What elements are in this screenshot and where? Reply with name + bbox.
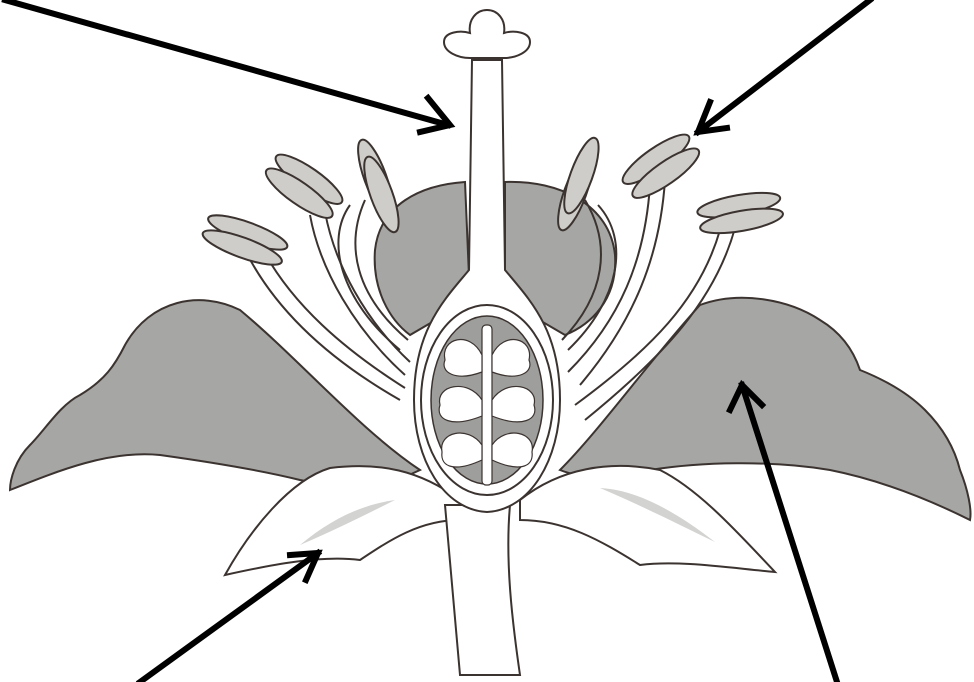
anther-5 (617, 127, 705, 205)
sepal-right (520, 466, 775, 572)
petal-left (10, 300, 420, 490)
stigma (444, 10, 530, 58)
anther-1 (199, 209, 290, 272)
ovules (439, 325, 535, 485)
stem (445, 505, 520, 675)
arrow-to-style (5, 0, 450, 132)
anther-2 (260, 147, 348, 225)
placenta (482, 325, 492, 485)
anther-3 (351, 136, 405, 236)
ovule-l3 (442, 433, 482, 467)
arrow-to-anther (698, 0, 870, 132)
anther-6 (696, 188, 785, 238)
ovule-r3 (492, 433, 532, 467)
